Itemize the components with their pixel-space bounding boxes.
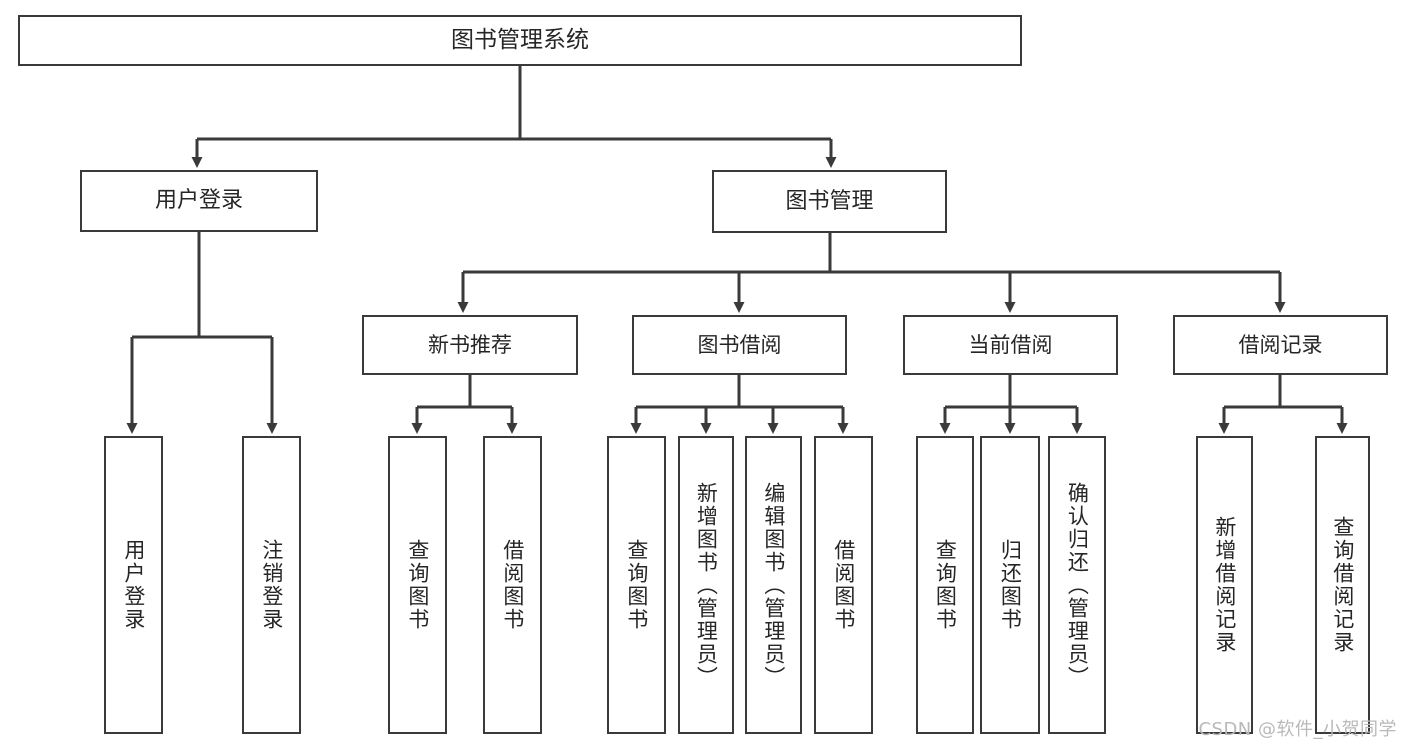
leaf-book-borrow-edit-label: 编辑图书（管理员） xyxy=(761,481,786,689)
node-root-label: 图书管理系统 xyxy=(451,26,589,53)
node-new-book-recommend[interactable]: 新书推荐 xyxy=(362,315,578,375)
node-user-login-label: 用户登录 xyxy=(154,188,243,214)
leaf-current-borrow-return[interactable]: 归还图书 xyxy=(980,436,1040,734)
leaf-new-book-borrow-label: 借阅图书 xyxy=(500,539,525,631)
leaf-new-book-borrow[interactable]: 借阅图书 xyxy=(483,436,542,734)
watermark-text: CSDN @软件_小贺同学 xyxy=(1198,719,1397,740)
leaf-current-borrow-return-label: 归还图书 xyxy=(998,539,1023,631)
leaf-current-borrow-confirm-return[interactable]: 确认归还（管理员） xyxy=(1048,436,1106,734)
node-book-borrow-label: 图书借阅 xyxy=(697,332,782,357)
leaf-borrow-record-query-label: 查询借阅记录 xyxy=(1330,516,1355,654)
leaf-borrow-record-query[interactable]: 查询借阅记录 xyxy=(1315,436,1370,734)
node-book-management-label: 图书管理 xyxy=(785,188,874,214)
node-new-book-recommend-label: 新书推荐 xyxy=(428,332,512,357)
leaf-user-login-signout[interactable]: 注销登录 xyxy=(242,436,301,734)
leaf-borrow-record-add[interactable]: 新增借阅记录 xyxy=(1196,436,1253,734)
leaf-book-borrow-borrow[interactable]: 借阅图书 xyxy=(814,436,873,734)
leaf-current-borrow-query-label: 查询图书 xyxy=(933,539,958,631)
node-borrow-record-label: 借阅记录 xyxy=(1238,332,1323,357)
node-book-management[interactable]: 图书管理 xyxy=(712,170,947,233)
leaf-new-book-query-label: 查询图书 xyxy=(405,539,430,631)
leaf-new-book-query[interactable]: 查询图书 xyxy=(388,436,447,734)
node-current-borrow[interactable]: 当前借阅 xyxy=(903,315,1118,375)
leaf-book-borrow-add-label: 新增图书（管理员） xyxy=(694,481,719,689)
node-book-borrow[interactable]: 图书借阅 xyxy=(632,315,847,375)
node-root[interactable]: 图书管理系统 xyxy=(18,15,1022,66)
leaf-user-login-signin-label: 用户登录 xyxy=(121,539,146,631)
leaf-book-borrow-query-label: 查询图书 xyxy=(624,539,649,631)
leaf-book-borrow-borrow-label: 借阅图书 xyxy=(831,539,856,631)
node-borrow-record[interactable]: 借阅记录 xyxy=(1173,315,1388,375)
node-user-login[interactable]: 用户登录 xyxy=(80,170,318,232)
leaf-book-borrow-edit[interactable]: 编辑图书（管理员） xyxy=(745,436,802,734)
leaf-borrow-record-add-label: 新增借阅记录 xyxy=(1212,516,1237,654)
leaf-book-borrow-add[interactable]: 新增图书（管理员） xyxy=(678,436,734,734)
leaf-book-borrow-query[interactable]: 查询图书 xyxy=(607,436,666,734)
node-current-borrow-label: 当前借阅 xyxy=(968,332,1053,357)
leaf-user-login-signout-label: 注销登录 xyxy=(259,539,284,631)
leaf-current-borrow-confirm-return-label: 确认归还（管理员） xyxy=(1065,481,1090,689)
leaf-user-login-signin[interactable]: 用户登录 xyxy=(104,436,163,734)
leaf-current-borrow-query[interactable]: 查询图书 xyxy=(916,436,974,734)
